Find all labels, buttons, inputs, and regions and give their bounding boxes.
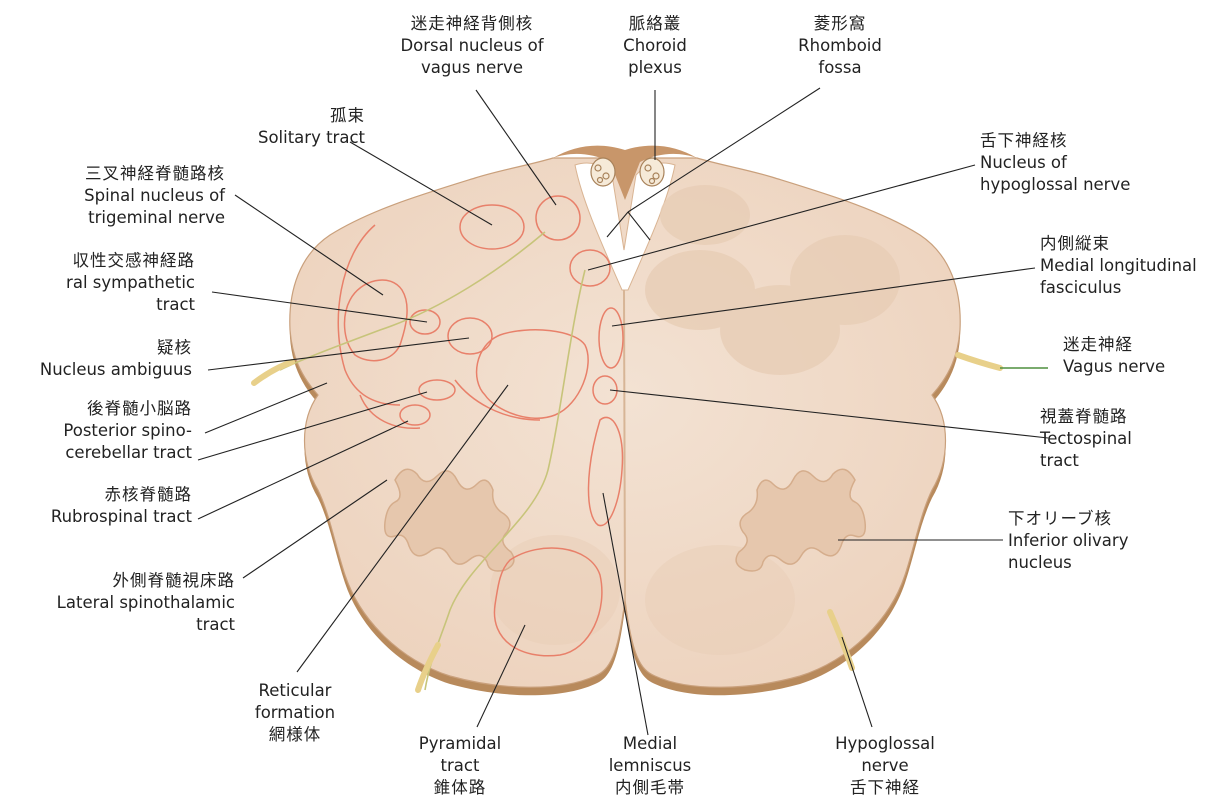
label-en: Hypoglossal	[815, 733, 955, 755]
label-hypoglossal-nerve: Hypoglossal nerve 舌下神経	[815, 733, 955, 799]
label-jp: 赤核脊髄路	[10, 484, 192, 506]
label-en: Pyramidal	[405, 733, 515, 755]
label-en: Medial	[595, 733, 705, 755]
label-en: nerve	[815, 755, 955, 777]
label-jp: 菱形窩	[790, 13, 890, 35]
label-tectospinal: 視蓋脊髄路 Tectospinal tract	[1040, 406, 1190, 472]
label-jp: 後脊髄小脳路	[10, 398, 192, 420]
label-jp: 収性交感神経路	[10, 250, 195, 272]
label-en: Inferior olivary	[1008, 530, 1178, 552]
label-en: cerebellar tract	[10, 442, 192, 464]
label-en: formation	[240, 702, 350, 724]
label-jp: 疑核	[10, 337, 192, 359]
label-en: ral sympathetic	[10, 272, 195, 294]
median-sulcus	[624, 290, 625, 600]
label-en: Vagus nerve	[1063, 356, 1213, 378]
label-jp: 錐体路	[405, 777, 515, 799]
label-jp: 脈絡叢	[605, 13, 705, 35]
label-jp: 下オリーブ核	[1008, 508, 1178, 530]
label-en: trigeminal nerve	[10, 207, 225, 229]
label-lateral-spinothalamic: 外側脊髄視床路 Lateral spinothalamic tract	[10, 570, 235, 636]
label-en: Nucleus ambiguus	[10, 359, 192, 381]
label-jp: 網様体	[240, 724, 350, 746]
label-inferior-olivary: 下オリーブ核 Inferior olivary nucleus	[1008, 508, 1178, 574]
label-dorsal-nucleus-vagus: 迷走神経背側核 Dorsal nucleus of vagus nerve	[372, 13, 572, 79]
label-en: tract	[10, 614, 235, 636]
label-jp: 迷走神経	[1063, 334, 1213, 356]
label-en: plexus	[605, 57, 705, 79]
label-jp: 外側脊髄視床路	[10, 570, 235, 592]
label-en: vagus nerve	[372, 57, 572, 79]
label-jp: 舌下神経	[815, 777, 955, 799]
label-en: Spinal nucleus of	[10, 185, 225, 207]
label-en: Reticular	[240, 680, 350, 702]
label-en: Medial longitudinal	[1040, 255, 1225, 277]
label-jp: 孤束	[180, 105, 365, 127]
vagus-root-left	[254, 362, 292, 383]
vagus-root-right	[958, 355, 1000, 368]
label-en: Dorsal nucleus of	[372, 35, 572, 57]
label-medial-lemniscus: Medial lemniscus 内側毛帯	[595, 733, 705, 799]
label-jp: 舌下神経核	[980, 130, 1180, 152]
label-en: Lateral spinothalamic	[10, 592, 235, 614]
label-nucleus-ambiguus: 疑核 Nucleus ambiguus	[10, 337, 192, 381]
label-jp: 三叉神経脊髄路核	[10, 163, 225, 185]
label-en: Nucleus of	[980, 152, 1180, 174]
label-en: nucleus	[1008, 552, 1178, 574]
label-sympathetic-tract: 収性交感神経路 ral sympathetic tract	[10, 250, 195, 316]
label-vagus-nerve: 迷走神経 Vagus nerve	[1063, 334, 1213, 378]
label-en: Choroid	[605, 35, 705, 57]
label-rhomboid-fossa: 菱形窩 Rhomboid fossa	[790, 13, 890, 79]
label-en: lemniscus	[595, 755, 705, 777]
label-reticular-formation: Reticular formation 網様体	[240, 680, 350, 746]
label-en: tract	[405, 755, 515, 777]
label-en: Rhomboid	[790, 35, 890, 57]
label-en: tract	[1040, 450, 1190, 472]
label-jp: 視蓋脊髄路	[1040, 406, 1190, 428]
label-choroid-plexus: 脈絡叢 Choroid plexus	[605, 13, 705, 79]
label-en: hypoglossal nerve	[980, 174, 1180, 196]
label-posterior-spinocerebellar: 後脊髄小脳路 Posterior spino- cerebellar tract	[10, 398, 192, 464]
label-en: Posterior spino-	[10, 420, 192, 442]
label-en: fossa	[790, 57, 890, 79]
label-en: fasciculus	[1040, 277, 1225, 299]
label-en: Tectospinal	[1040, 428, 1190, 450]
label-jp: 内側毛帯	[595, 777, 705, 799]
label-nucleus-hypoglossal: 舌下神経核 Nucleus of hypoglossal nerve	[980, 130, 1180, 196]
label-en: tract	[10, 294, 195, 316]
label-solitary-tract: 孤束 Solitary tract	[180, 105, 365, 149]
label-rubrospinal: 赤核脊髄路 Rubrospinal tract	[10, 484, 192, 528]
label-spinal-nucleus-trigeminal: 三叉神経脊髄路核 Spinal nucleus of trigeminal ne…	[10, 163, 225, 229]
label-jp: 迷走神経背側核	[372, 13, 572, 35]
label-en: Solitary tract	[180, 127, 365, 149]
label-en: Rubrospinal tract	[10, 506, 192, 528]
label-medial-longitudinal-fasciculus: 内側縦束 Medial longitudinal fasciculus	[1040, 233, 1225, 299]
label-jp: 内側縦束	[1040, 233, 1225, 255]
label-pyramidal-tract: Pyramidal tract 錐体路	[405, 733, 515, 799]
